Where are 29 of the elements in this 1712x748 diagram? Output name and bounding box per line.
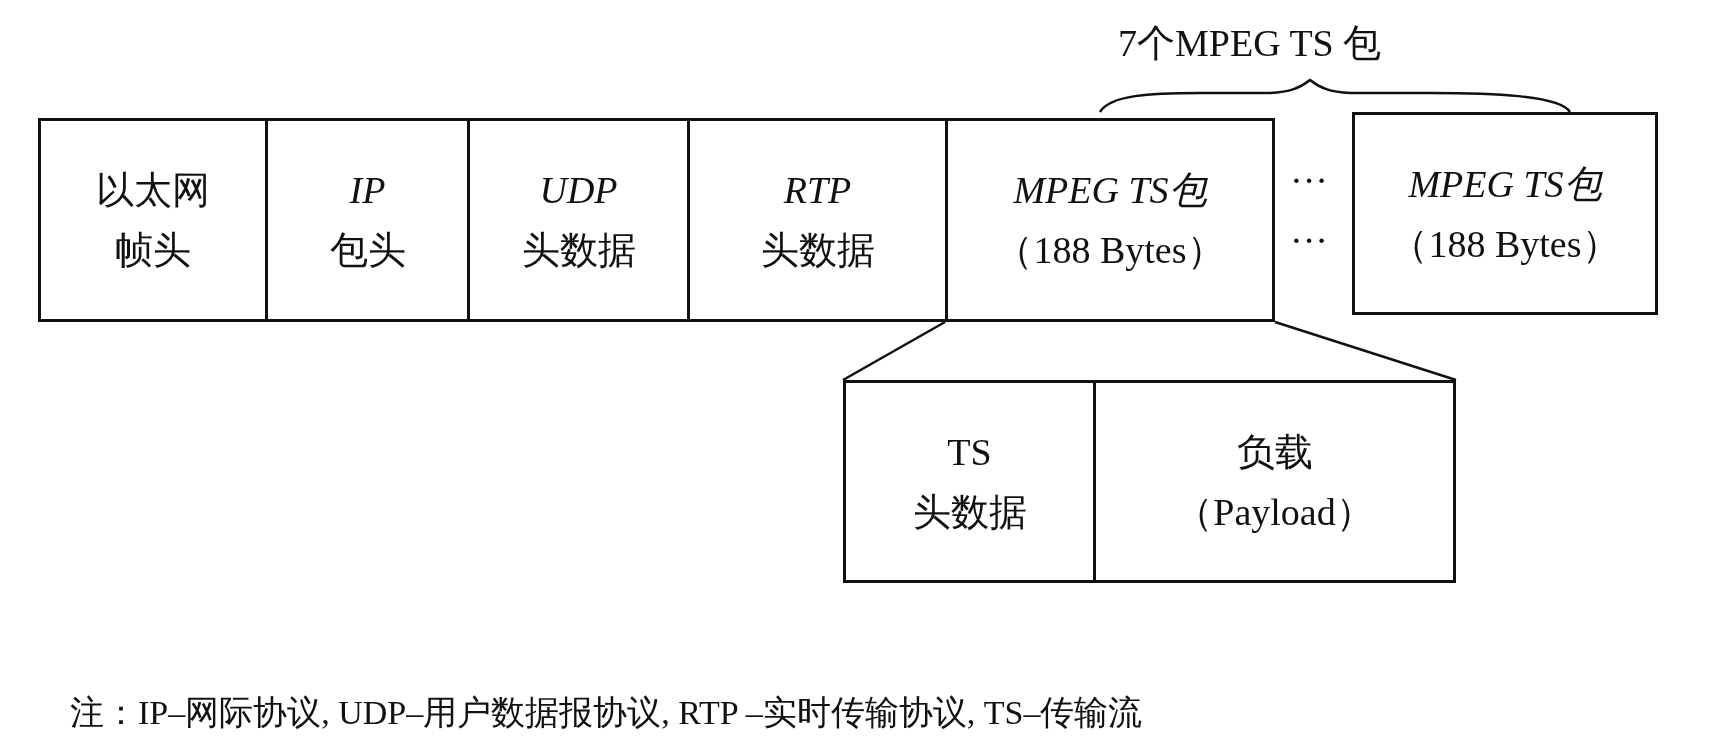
field-detail: （188 Bytes） [995,228,1225,273]
packet-field-cell [265,118,470,322]
field-name: TS [947,429,992,475]
field-detail: （188 Bytes） [1390,221,1620,267]
packet-field-cell [687,118,948,322]
field-detail: 包头 [329,228,406,273]
packet-field-cell [467,118,690,322]
packet-field-cell [843,380,1096,583]
ellipsis: ··· [1290,158,1328,202]
ellipsis: ··· [1290,218,1328,262]
field-name: MPEG TS包 [1013,168,1207,213]
expansion-line [1274,320,1457,382]
field-name: 负载 [1236,429,1313,475]
packet-field-cell [945,118,1275,322]
field-detail: 头数据 [521,228,636,273]
field-name: MPEG TS包 [1408,161,1602,207]
field-detail: （Payload） [1175,489,1374,535]
field-name: IP [349,168,386,213]
packet-field-cell [1352,112,1658,315]
group-label: 7个MPEG TS 包 [1118,21,1382,66]
packet-field-cell [1093,380,1456,583]
field-name: UDP [539,168,618,213]
packet-field-cell [38,118,268,322]
field-name: RTP [783,168,852,213]
footnote: 注：IP–网际协议, UDP–用户数据报协议, RTP –实时传输协议, TS–传输流 [70,693,1143,733]
field-name: 以太网帧头 [95,168,211,273]
field-detail: 头数据 [760,228,875,273]
field-detail: 头数据 [912,489,1027,535]
expansion-line [842,320,946,382]
